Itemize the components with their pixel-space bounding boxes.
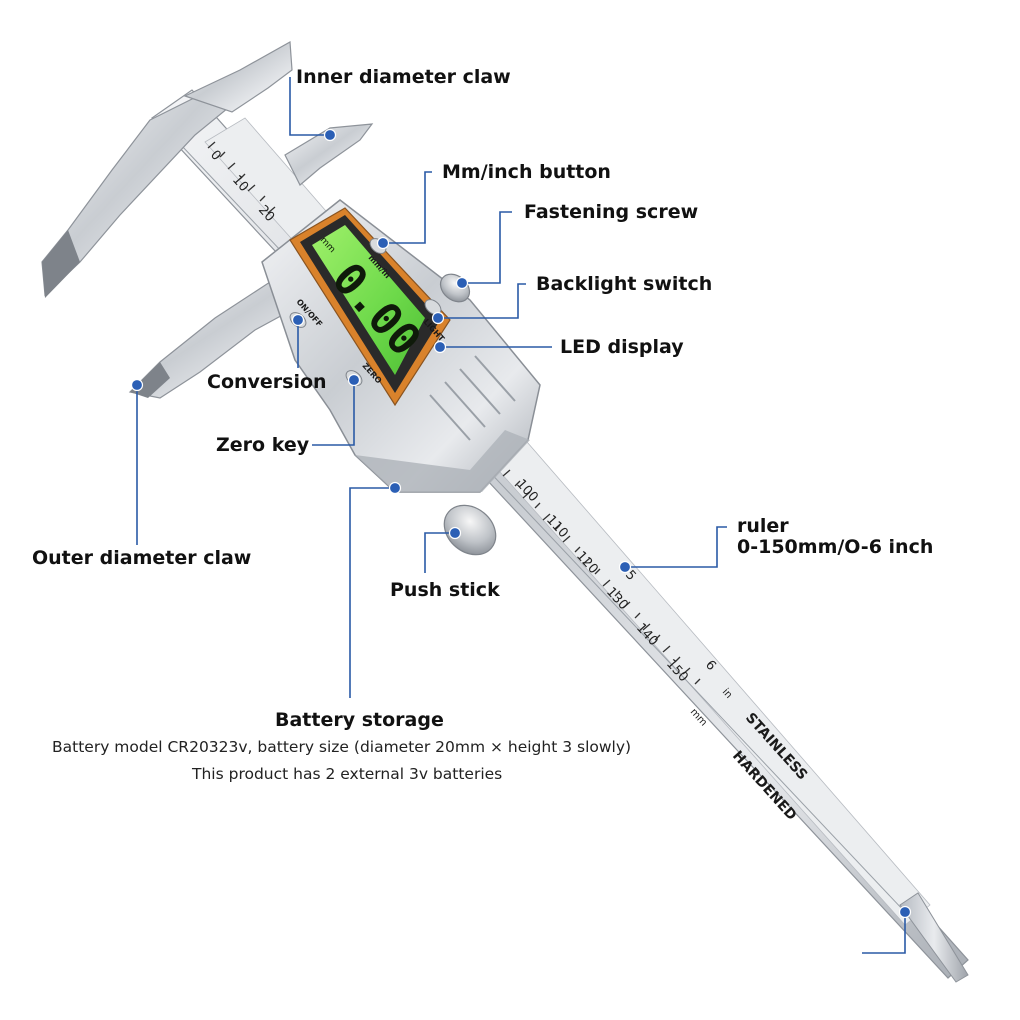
label-fastening-screw: Fastening screw xyxy=(524,201,699,223)
label-mm-inch-button: Mm/inch button xyxy=(442,161,611,183)
label-push-stick: Push stick xyxy=(390,579,500,601)
lcd-bezel xyxy=(289,207,451,407)
thumb-roller xyxy=(443,504,497,556)
label-zero-key: Zero key xyxy=(216,434,310,456)
fixed-inner-jaw xyxy=(183,41,293,113)
moving-inner-jaw xyxy=(284,123,374,186)
battery-note-1: Battery model CR20323v, battery size (di… xyxy=(52,738,632,756)
label-inner-diameter-claw: Inner diameter claw xyxy=(296,66,511,88)
depth-rod xyxy=(899,892,969,983)
label-ruler-range: 0-150mm/O-6 inch xyxy=(737,536,934,558)
fixed-outer-jaw xyxy=(41,94,230,298)
label-ruler: ruler xyxy=(737,515,789,537)
label-backlight-switch: Backlight switch xyxy=(536,273,713,295)
lcd-screen xyxy=(312,225,425,375)
label-conversion: Conversion xyxy=(207,371,327,393)
marker-dots xyxy=(130,128,912,919)
battery-note-2: This product has 2 external 3v batteries xyxy=(192,765,503,783)
ruler-ticks-lower xyxy=(502,469,701,685)
label-outer-diameter-claw: Outer diameter claw xyxy=(32,547,252,569)
label-led-display: LED display xyxy=(560,336,684,358)
label-battery-storage: Battery storage xyxy=(275,709,444,731)
leader-lines xyxy=(136,77,906,954)
ruler-ticks-upper xyxy=(207,141,276,214)
